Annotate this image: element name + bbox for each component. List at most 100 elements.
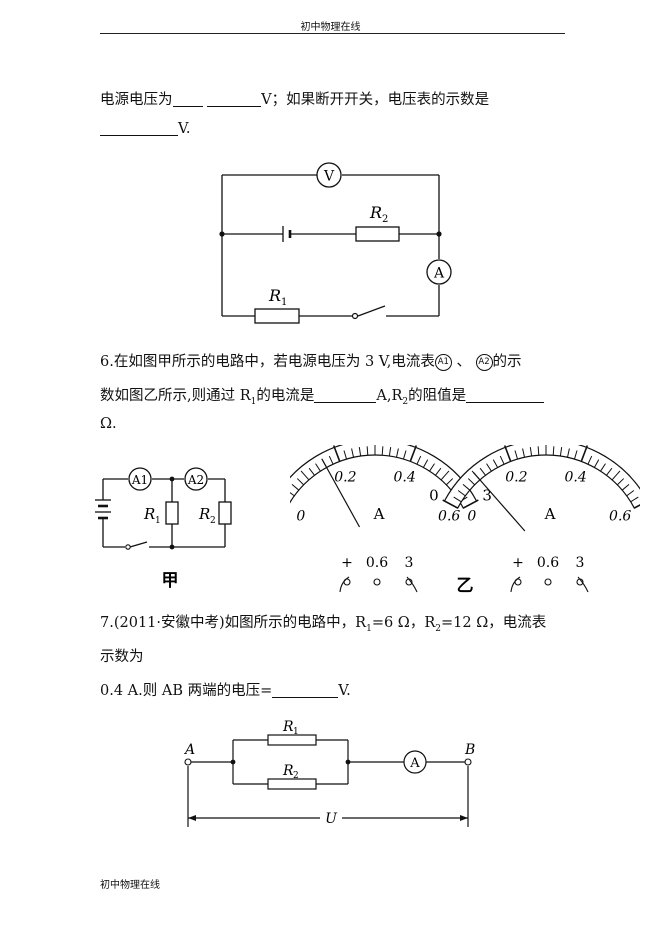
voltmeter-icon <box>316 162 342 188</box>
r1-label: R <box>282 719 294 735</box>
q7-line3: 0.4 A.则 AB 两端的电压=V. <box>100 679 351 700</box>
q7-text-b: =6 Ω，R <box>371 615 436 631</box>
resistor-r2 <box>218 501 232 525</box>
q5-blank-3[interactable] <box>100 121 178 136</box>
q7-blank-1[interactable] <box>272 683 339 698</box>
dial-tick <box>351 448 355 458</box>
dial-tick <box>457 490 466 497</box>
dial-tick <box>366 446 369 456</box>
q6-sub-2: 2 <box>402 396 409 407</box>
dial-tick <box>529 447 533 457</box>
resistor-r1 <box>165 501 179 525</box>
caption-yi: 乙 <box>457 576 474 595</box>
dial-tick <box>381 446 384 456</box>
dial-tick <box>559 447 563 457</box>
dial-top-label: 0 <box>429 486 439 504</box>
dial-tick <box>587 455 593 465</box>
dial-tick <box>328 455 334 465</box>
dial-tick <box>308 467 315 476</box>
ammeter-dials: 012300.20.40.6A+0.63 012300.20.40.6A+0.6… <box>290 445 640 595</box>
dial-tick <box>440 470 450 481</box>
dial-unit: A <box>373 505 385 523</box>
dial-tick <box>388 447 392 457</box>
dial-tick <box>499 455 505 465</box>
q6-blank-1[interactable] <box>314 388 377 403</box>
ammeter-a2-icon <box>184 467 208 491</box>
ammeter-a1-icon: A1 <box>434 353 452 371</box>
dial-tick <box>416 455 422 465</box>
voltmeter-label: V <box>323 169 335 185</box>
r2-sub: 2 <box>382 214 388 225</box>
r1-sub: 1 <box>293 727 299 737</box>
ammeter-a1-icon <box>128 467 152 491</box>
page-footer: 初中物理在线 <box>100 880 160 891</box>
dial-tick <box>343 450 348 460</box>
r1-label: R <box>268 286 281 305</box>
q5-line1: 电源电压为 V；如果断开开关，电压表的示数是 <box>100 88 489 109</box>
q7-text-a: 7.(2011·安徽中考)如图所示的电路中，R <box>100 615 367 631</box>
dial-tick <box>435 467 442 476</box>
q5-blank-2[interactable] <box>207 92 262 107</box>
ammeter-dial-left: 012300.20.40.6A+0.63 <box>290 445 492 593</box>
dial-tick <box>492 459 499 468</box>
q5-line2: V. <box>100 121 191 137</box>
label-a: A <box>183 742 195 758</box>
dial-bottom-label: 0.6 <box>438 509 460 525</box>
q5-text-c: V. <box>178 121 191 137</box>
r2-sub: 2 <box>293 771 299 781</box>
q6-text-g: Ω. <box>100 416 117 432</box>
lead-wire <box>339 576 350 593</box>
dial-tick <box>621 483 630 491</box>
q6-text-a: 6.在如图甲所示的电路中，若电源电压为 3 V,电流表 <box>100 354 435 370</box>
dial-tick <box>296 478 305 486</box>
q6-sub-1: 1 <box>250 396 257 407</box>
dial-bottom-label: 0 <box>296 509 305 525</box>
q7-sub-2: 2 <box>435 623 441 634</box>
ammeter-label: A <box>433 266 445 282</box>
ammeter-dial-right: 012300.20.40.6A+0.63 <box>429 445 640 593</box>
q6-text-f: 的阻值是 <box>408 388 467 404</box>
q5-text-b: V；如果断开开关，电压表的示数是 <box>261 92 490 108</box>
dial-bottom-label: 0.2 <box>505 469 527 485</box>
r2-label: R <box>282 763 294 779</box>
circuit-diagram-3: A A B R 1 R 2 U <box>183 719 475 827</box>
dial-top-label: 3 <box>482 486 492 504</box>
dial-tick <box>315 463 321 472</box>
dial-tick <box>566 448 570 458</box>
dial-tick <box>626 490 635 497</box>
a2-label: A2 <box>187 473 204 487</box>
dial-tick <box>395 448 399 458</box>
dial-tick <box>479 467 486 476</box>
dial-tick <box>486 463 492 472</box>
terminal-post <box>544 578 552 586</box>
q5-blank-1[interactable] <box>172 92 203 107</box>
terminal-b <box>464 758 472 766</box>
terminal-a <box>184 758 192 766</box>
circuit-diagram-1: V A R 2 R 1 <box>219 162 452 324</box>
ammeter-icon <box>403 750 427 774</box>
q6-sep: 、 <box>456 354 471 370</box>
r1-sub: 1 <box>155 516 161 526</box>
caption-jia: 甲 <box>162 571 179 590</box>
dial-tick <box>291 483 300 491</box>
dial-tick <box>442 499 459 509</box>
terminal-label: 3 <box>405 555 414 571</box>
dial-tick <box>600 463 606 472</box>
header-rule <box>100 33 565 34</box>
dial-tick <box>462 499 479 509</box>
dial-bottom-label: 0.4 <box>394 469 416 485</box>
dial-tick <box>633 504 640 509</box>
dial-tick <box>445 478 454 486</box>
lead-wire <box>577 576 589 593</box>
terminal-label: + <box>512 555 524 571</box>
resistor-r2 <box>267 778 317 790</box>
q6-text-d: 的电流是 <box>256 388 315 404</box>
dial-tick <box>616 478 625 486</box>
terminal-label: 0.6 <box>537 555 559 571</box>
terminal-post <box>373 578 381 586</box>
dial-tick <box>332 445 341 462</box>
resistor-r1 <box>254 308 300 324</box>
a1-label: A1 <box>131 473 148 487</box>
q6-blank-2[interactable] <box>466 388 545 403</box>
